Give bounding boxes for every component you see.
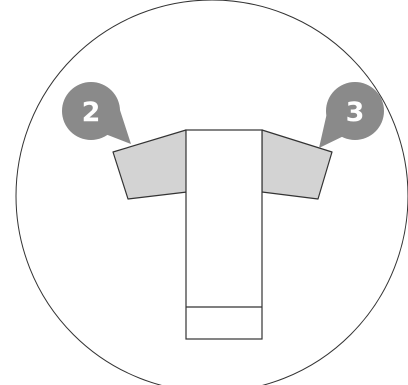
- callout-badge-2: 2: [62, 82, 131, 144]
- callout-circle-3: [326, 82, 384, 140]
- callout-label-2: 2: [82, 97, 101, 128]
- callout-label-3: 3: [346, 97, 365, 128]
- callout-circle-2: [62, 82, 120, 140]
- callout-badge-3: 3: [319, 82, 384, 148]
- center-strip: [185, 129, 263, 340]
